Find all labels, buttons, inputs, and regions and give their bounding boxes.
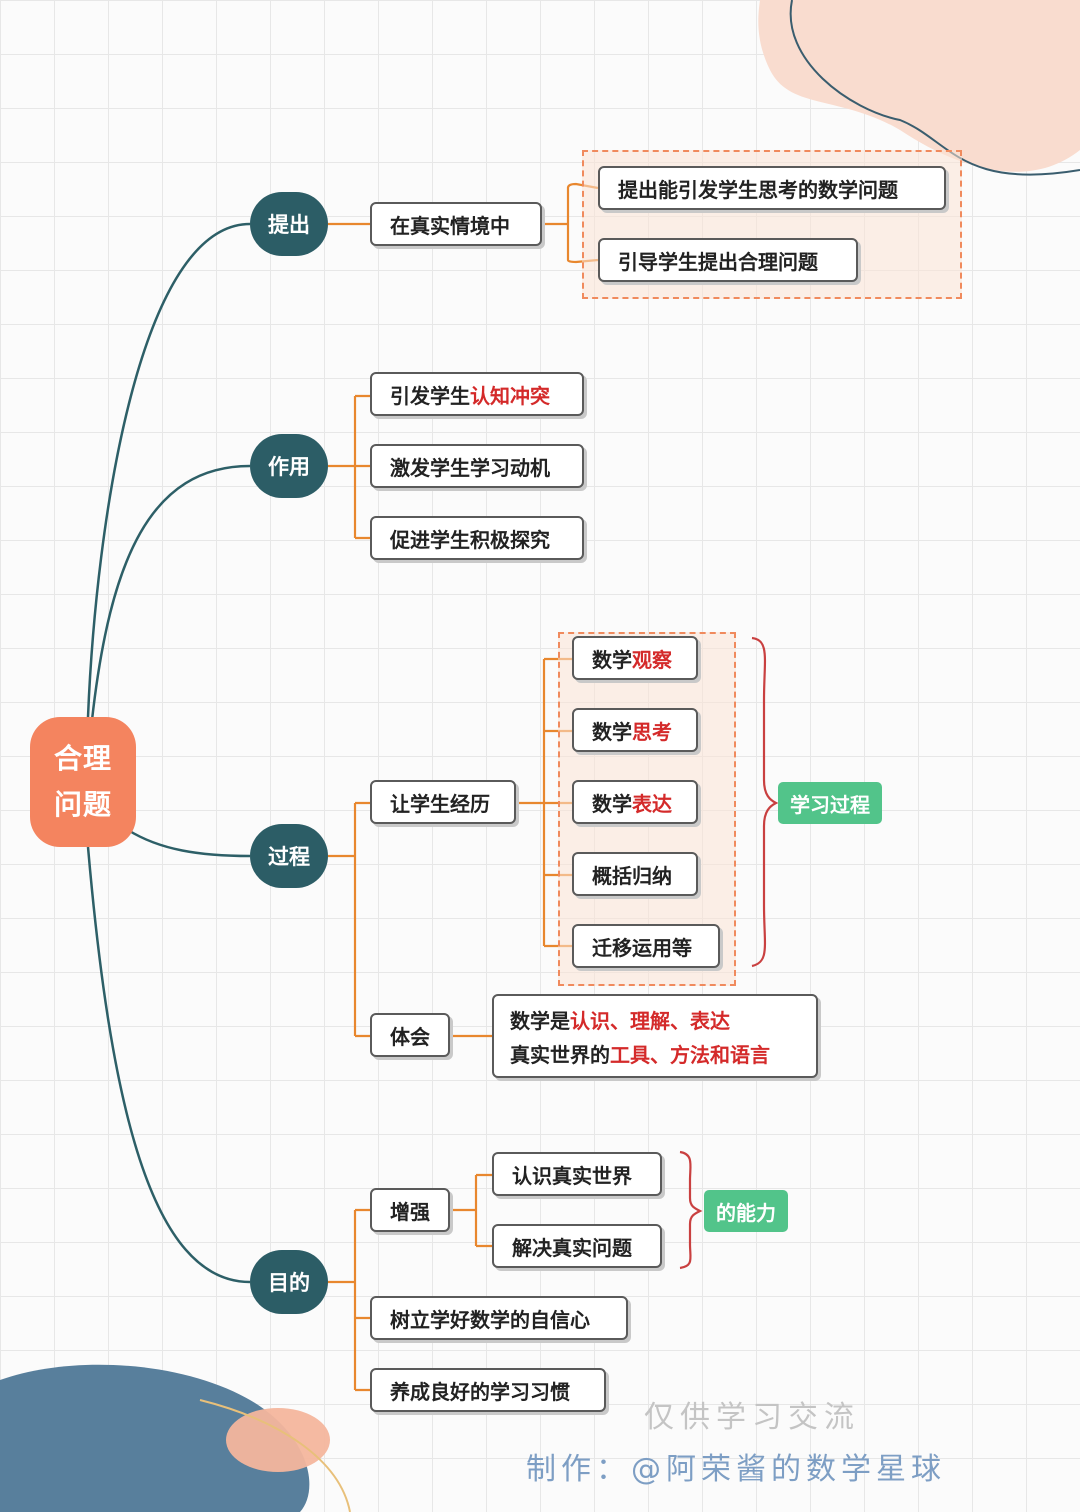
top-right-swoosh — [789, 0, 1080, 176]
tihui-line1-plain: 数学是 — [510, 1009, 570, 1033]
category-tichu[interactable]: 提出 — [250, 192, 328, 256]
top-right-blob — [758, 0, 1080, 172]
step-math-expression[interactable]: 数学表达 — [572, 780, 698, 824]
tihui-line2-plain: 真实世界的 — [510, 1043, 610, 1067]
step-red: 表达 — [632, 791, 672, 816]
step-math-observation[interactable]: 数学观察 — [572, 636, 698, 680]
node-experience-understand[interactable]: 体会 — [370, 1013, 450, 1057]
brace-learning-process — [751, 636, 779, 968]
step-math-thinking[interactable]: 数学思考 — [572, 708, 698, 752]
brace-ability — [679, 1150, 703, 1270]
tihui-line1-red: 认识、理解、表达 — [570, 1009, 730, 1033]
watermark-study-only: 仅供学习交流 — [644, 1400, 860, 1435]
node-build-confidence[interactable]: 树立学好数学的自信心 — [370, 1296, 628, 1340]
root-node[interactable]: 合理 问题 — [30, 717, 136, 847]
category-guocheng[interactable]: 过程 — [250, 824, 328, 888]
category-zuoyong[interactable]: 作用 — [250, 434, 328, 498]
category-mudi[interactable]: 目的 — [250, 1250, 328, 1314]
link-root-zuoyong — [90, 464, 251, 721]
tihui-line2: 真实世界的工具、方法和语言 — [510, 1038, 800, 1072]
bottom-left-blob — [0, 1364, 310, 1512]
root-label-line2: 问题 — [53, 788, 112, 821]
node-enhance[interactable]: 增强 — [370, 1188, 450, 1232]
tihui-line1: 数学是认识、理解、表达 — [510, 1004, 800, 1038]
link-root-mudi — [86, 846, 251, 1284]
node-active-exploration[interactable]: 促进学生积极探究 — [370, 516, 584, 560]
bottom-left-swoosh — [199, 1399, 351, 1512]
link-root-guocheng — [127, 828, 251, 858]
tihui-line2-red: 工具、方法和语言 — [610, 1043, 770, 1067]
step-plain: 数学 — [592, 719, 632, 744]
node-guide-reasonable-question[interactable]: 引导学生提出合理问题 — [598, 238, 858, 282]
root-connectors — [86, 222, 251, 1284]
node-know-real-world[interactable]: 认识真实世界 — [492, 1152, 662, 1196]
node-learning-motivation[interactable]: 激发学生学习动机 — [370, 444, 584, 488]
step-plain: 数学 — [592, 791, 632, 816]
step-generalize[interactable]: 概括归纳 — [572, 852, 698, 896]
tag-ability: 的能力 — [704, 1190, 788, 1232]
step-transfer-apply[interactable]: 迁移运用等 — [572, 924, 720, 968]
step-red: 观察 — [632, 647, 672, 672]
bottom-left-peach-blob — [226, 1408, 330, 1472]
node-raise-thinking-question[interactable]: 提出能引发学生思考的数学问题 — [598, 166, 946, 210]
node-let-students-experience[interactable]: 让学生经历 — [370, 780, 516, 824]
node-good-habits[interactable]: 养成良好的学习习惯 — [370, 1368, 606, 1412]
link-root-tichu — [86, 222, 251, 718]
step-plain: 数学 — [592, 647, 632, 672]
node-math-is-tool[interactable]: 数学是认识、理解、表达 真实世界的工具、方法和语言 — [492, 994, 818, 1078]
tag-learning-process: 学习过程 — [778, 782, 882, 824]
braces — [679, 636, 779, 1270]
node-solve-real-problems[interactable]: 解决真实问题 — [492, 1224, 662, 1268]
step-red: 思考 — [632, 719, 672, 744]
node-cognitive-conflict[interactable]: 引发学生认知冲突 — [370, 372, 584, 416]
node-cognitive-conflict-red: 认知冲突 — [470, 383, 550, 408]
node-in-real-context[interactable]: 在真实情境中 — [370, 202, 542, 246]
node-cognitive-conflict-plain: 引发学生 — [390, 383, 470, 408]
root-label-line1: 合理 — [53, 742, 112, 775]
watermark-author: 制作：@阿荣酱的数学星球 — [526, 1452, 946, 1487]
